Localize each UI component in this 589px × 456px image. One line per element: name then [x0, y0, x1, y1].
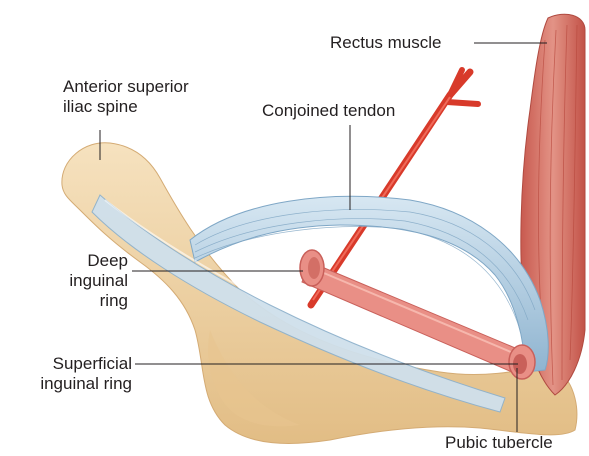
deep-ring-inner: [308, 257, 320, 279]
label-deep-ring-line2: inguinal: [60, 271, 128, 291]
label-deep-ring-line1: Deep: [60, 251, 128, 271]
label-deep-ring-line3: ring: [60, 291, 128, 311]
label-pubic-tubercle: Pubic tubercle: [445, 433, 553, 453]
label-rectus-muscle: Rectus muscle: [330, 33, 441, 53]
label-conjoined-tendon: Conjoined tendon: [262, 101, 395, 121]
label-superficial-ring-line2: inguinal ring: [10, 374, 132, 394]
label-superficial-ring-line1: Superficial: [10, 354, 132, 374]
label-asis-line2: iliac spine: [63, 97, 138, 117]
label-asis-line1: Anterior superior: [63, 77, 189, 97]
